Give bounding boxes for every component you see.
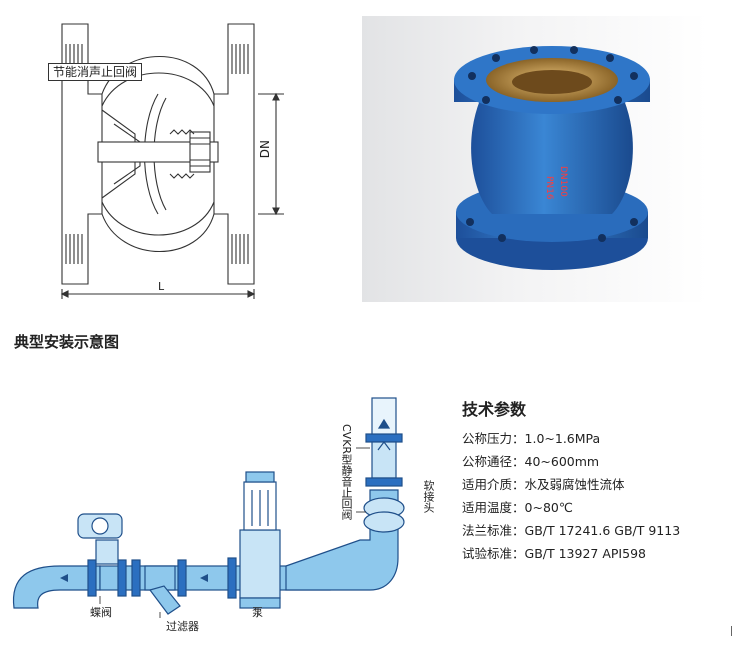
product-photo: DN100 PN16 (362, 16, 708, 302)
drawing-label: 节能消声止回阀 (48, 63, 143, 81)
edge-tick (731, 626, 732, 636)
dim-diameter-label: DN (258, 140, 272, 159)
spec-row: 公称压力：1.0~1.6MPa (462, 428, 600, 447)
spec-row: 公称通径：40~600mm (462, 451, 599, 470)
spec-label: 公称通径： (462, 454, 525, 469)
dim-length-label: L (158, 280, 165, 293)
spec-value: GB/T 13927 API598 (524, 546, 646, 561)
valve-marking-dn: DN100 (558, 166, 568, 197)
spec-value: 40~600mm (524, 454, 600, 469)
label-pump: 泵 (252, 606, 263, 619)
label-filter: 过滤器 (166, 620, 199, 633)
spec-label: 适用温度： (462, 500, 525, 515)
spec-value: 0~80℃ (524, 500, 573, 515)
spec-row: 法兰标准：GB/T 17241.6 GB/T 9113 (462, 520, 680, 539)
label-soft-joint: 软接头 (422, 480, 435, 513)
spec-row: 适用介质：水及弱腐蚀性流体 (462, 474, 625, 493)
spec-label: 适用介质： (462, 477, 525, 492)
install-section-title: 典型安装示意图 (14, 333, 120, 351)
spec-value: 水及弱腐蚀性流体 (524, 477, 625, 492)
spec-row: 试验标准：GB/T 13927 API598 (462, 543, 646, 562)
label-butterfly-valve: 蝶阀 (90, 606, 112, 619)
valve-marking-pn: PN16 (544, 176, 554, 200)
spec-label: 公称压力： (462, 431, 525, 446)
label-check-valve: CVKR型静音止回阀 (340, 424, 353, 521)
spec-value: GB/T 17241.6 GB/T 9113 (524, 523, 681, 538)
spec-row: 适用温度：0~80℃ (462, 497, 573, 516)
spec-value: 1.0~1.6MPa (524, 431, 601, 446)
spec-label: 试验标准： (462, 546, 525, 561)
install-diagram (12, 397, 405, 618)
valve-section-drawing (60, 23, 284, 299)
spec-label: 法兰标准： (462, 523, 525, 538)
valve-photo-illustration (454, 46, 650, 270)
specs-title: 技术参数 (462, 400, 527, 419)
